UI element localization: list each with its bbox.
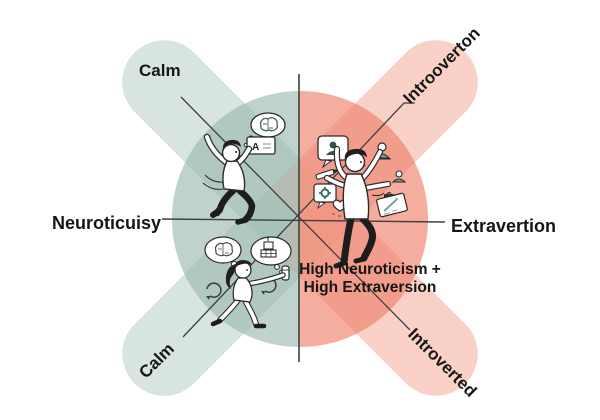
multitasking-man-body <box>323 145 392 269</box>
center-label-line2: High Extraversion <box>303 278 437 296</box>
quadrant-label-top-left: Calm <box>139 61 181 80</box>
letter-card-icon: A <box>246 136 276 155</box>
refresh-loop-icon <box>206 282 222 300</box>
person-bust-small-icon <box>391 170 407 183</box>
card-letter: A <box>252 142 259 153</box>
axis-label-right: Extravertion <box>451 216 557 236</box>
multitasking-person-figure <box>313 135 408 269</box>
person-speech-bubble-icon <box>317 135 349 169</box>
walking-girl-figure <box>204 236 292 329</box>
gear-speech-bubble-icon <box>313 183 337 210</box>
diagonal-line-tlbr <box>180 96 411 331</box>
jumping-man-body <box>202 133 256 225</box>
center-label-line1: High Neuroticism + <box>299 261 441 278</box>
clipboard-icon <box>376 192 408 218</box>
center-quadrant-label: High Neuroticism + High Extraversion <box>280 261 460 297</box>
walking-girl-body <box>210 260 286 329</box>
axis-label-left: Neuroticuisy <box>52 213 162 233</box>
person-jumping-figure: A <box>202 112 286 225</box>
robot-thought-bubble-icon <box>250 236 292 274</box>
horizontal-axis-line <box>161 218 446 223</box>
